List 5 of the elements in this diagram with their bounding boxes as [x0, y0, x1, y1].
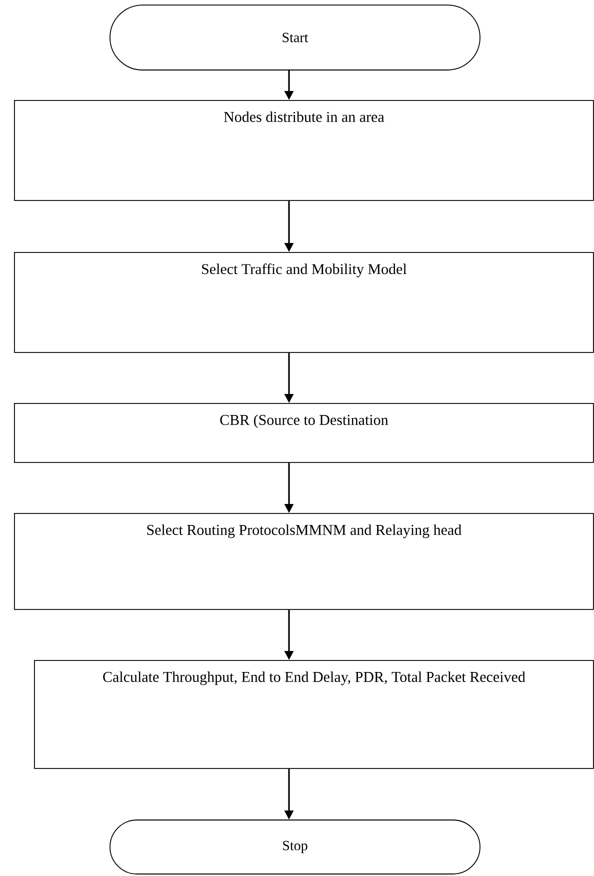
process-box: Calculate Throughput, End to End Delay, PDR, Total Packet Received	[34, 660, 594, 769]
process-box: Select Traffic and Mobility Model	[14, 252, 594, 353]
process-box: CBR (Source to Destination	[14, 403, 594, 463]
process-box: Nodes distribute in an area	[14, 100, 594, 201]
process-box: Select Routing ProtocolsMMNM and Relaying head	[14, 513, 594, 610]
